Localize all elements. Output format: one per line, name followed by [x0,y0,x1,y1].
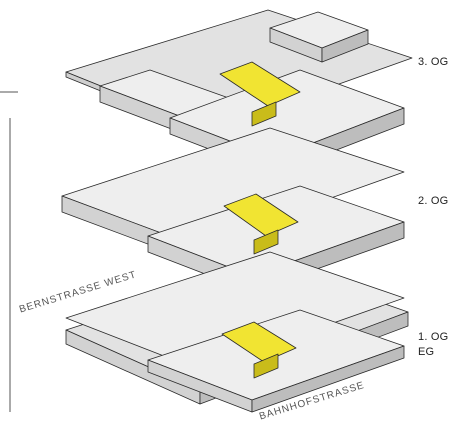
floor-1og-eg [65,251,409,413]
floor-label-2og: 2. OG [418,195,449,207]
floor-1og-block-back [65,251,405,371]
floor-3og-highlight-side [251,101,277,127]
floor-3og-block-back-front [321,29,369,63]
floor-1og-main-bar-right [251,345,405,413]
floor-label-3og: 3. OG [418,56,449,68]
floor-label-eg: EG [418,346,435,358]
floor-1og-highlight-side [253,353,279,379]
floor-3og-highlight [219,61,301,107]
floor-2og-highlight-side [253,229,279,255]
floor-label-1og: 1. OG [418,331,449,343]
floor-1og-highlight [221,321,297,363]
floor-3og [65,9,413,175]
floor-2og-highlight [223,193,299,237]
